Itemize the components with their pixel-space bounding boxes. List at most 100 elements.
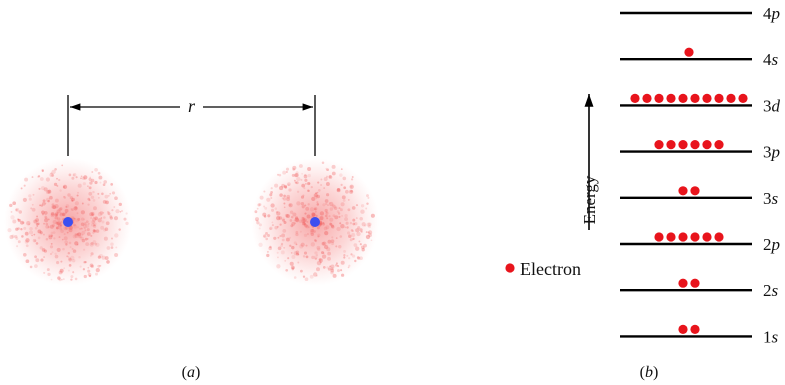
cloud-speckle xyxy=(43,271,46,274)
cloud-speckle xyxy=(322,266,326,269)
cloud-speckle xyxy=(22,252,27,257)
cloud-speckle xyxy=(349,238,353,242)
cloud-speckle xyxy=(90,234,93,237)
cloud-speckle xyxy=(62,278,65,281)
cloud-speckle xyxy=(10,210,13,213)
cloud-speckle xyxy=(258,223,262,227)
electron-1s-1 xyxy=(678,324,688,334)
cloud-speckle xyxy=(83,227,86,230)
cloud-speckle xyxy=(357,256,361,260)
cloud-speckle xyxy=(97,264,101,268)
cloud-speckle xyxy=(305,206,310,211)
cloud-speckle xyxy=(322,203,326,207)
cloud-speckle xyxy=(311,212,316,218)
cloud-speckle xyxy=(40,186,45,191)
cloud-speckle xyxy=(43,256,46,259)
cloud-speckle xyxy=(42,199,46,203)
cloud-speckle xyxy=(10,215,15,220)
cloud-speckle xyxy=(44,216,48,220)
cloud-speckle xyxy=(266,250,269,253)
cloud-speckle xyxy=(81,202,84,205)
cloud-speckle xyxy=(276,211,281,216)
cloud-speckle xyxy=(303,174,308,179)
cloud-speckle xyxy=(304,178,308,182)
cloud-speckle xyxy=(339,208,343,212)
cloud-speckle xyxy=(338,215,341,218)
electron-3d-7 xyxy=(702,93,712,103)
cloud-speckle xyxy=(102,199,107,204)
cloud-speckle xyxy=(64,208,69,213)
cloud-speckle xyxy=(294,216,299,220)
cloud-speckle xyxy=(276,264,281,269)
cloud-speckle xyxy=(97,196,100,199)
cloud-speckle xyxy=(327,239,332,244)
cloud-speckle xyxy=(279,186,284,191)
cloud-speckle xyxy=(37,222,40,226)
cloud-speckle xyxy=(321,161,325,165)
cloud-speckle xyxy=(89,242,94,247)
right-atom xyxy=(251,158,379,286)
cloud-speckle xyxy=(270,196,273,200)
cloud-speckle xyxy=(66,255,69,258)
cloud-speckle xyxy=(342,176,347,181)
cloud-speckle xyxy=(293,251,298,256)
cloud-speckle xyxy=(263,235,266,238)
cloud-speckle xyxy=(337,269,340,273)
cloud-speckle xyxy=(45,177,50,182)
cloud-speckle xyxy=(92,229,96,232)
cloud-speckle xyxy=(285,171,288,173)
cloud-speckle xyxy=(291,267,295,271)
cloud-speckle xyxy=(329,207,334,211)
cloud-speckle xyxy=(49,224,54,229)
cloud-speckle xyxy=(24,177,29,182)
cloud-speckle xyxy=(56,211,59,214)
cloud-speckle xyxy=(84,237,88,241)
cloud-speckle xyxy=(46,268,50,272)
cloud-speckle xyxy=(9,235,14,240)
cloud-speckle xyxy=(356,256,360,259)
cloud-speckle xyxy=(343,186,347,190)
electron-3d-10 xyxy=(738,93,748,103)
cloud-speckle xyxy=(352,237,355,241)
cloud-speckle xyxy=(115,246,118,249)
cloud-speckle xyxy=(43,210,48,215)
level-label-3s: 3s xyxy=(763,189,779,208)
cloud-speckle xyxy=(62,185,66,189)
cloud-speckle xyxy=(330,267,334,271)
electron-2p-1 xyxy=(654,232,664,242)
cloud-speckle xyxy=(269,193,273,197)
cloud-speckle xyxy=(54,168,57,171)
cloud-speckle xyxy=(15,207,20,212)
cloud-speckle xyxy=(68,264,72,267)
cloud-speckle xyxy=(69,246,72,249)
cloud-speckle xyxy=(254,210,258,214)
cloud-speckle xyxy=(284,185,288,189)
cloud-speckle xyxy=(325,167,328,170)
cloud-speckle xyxy=(307,189,310,192)
cloud-speckle xyxy=(71,200,74,202)
cloud-speckle xyxy=(265,237,269,241)
cloud-speckle xyxy=(331,171,336,176)
cloud-speckle xyxy=(88,186,92,190)
cloud-speckle xyxy=(73,223,76,227)
cloud-speckle xyxy=(347,231,351,235)
cloud-speckle xyxy=(81,217,85,221)
cloud-speckle xyxy=(92,240,97,244)
cloud-speckle xyxy=(94,216,98,221)
cloud-speckle xyxy=(367,231,370,234)
cloud-speckle xyxy=(57,276,61,280)
cloud-speckle xyxy=(285,268,289,272)
cloud-speckle xyxy=(314,257,318,261)
cloud-speckle xyxy=(70,207,73,211)
cloud-speckle xyxy=(309,207,315,212)
cloud-speckle xyxy=(263,190,266,193)
cloud-speckle xyxy=(29,265,33,269)
cloud-speckle xyxy=(20,228,23,231)
cloud-speckle xyxy=(59,212,62,215)
cloud-speckle xyxy=(292,212,297,217)
cloud-speckle xyxy=(40,258,44,262)
cloud-speckle xyxy=(102,211,105,214)
cloud-speckle xyxy=(101,192,104,196)
cloud-speckle xyxy=(283,220,287,225)
cloud-speckle xyxy=(316,201,319,204)
